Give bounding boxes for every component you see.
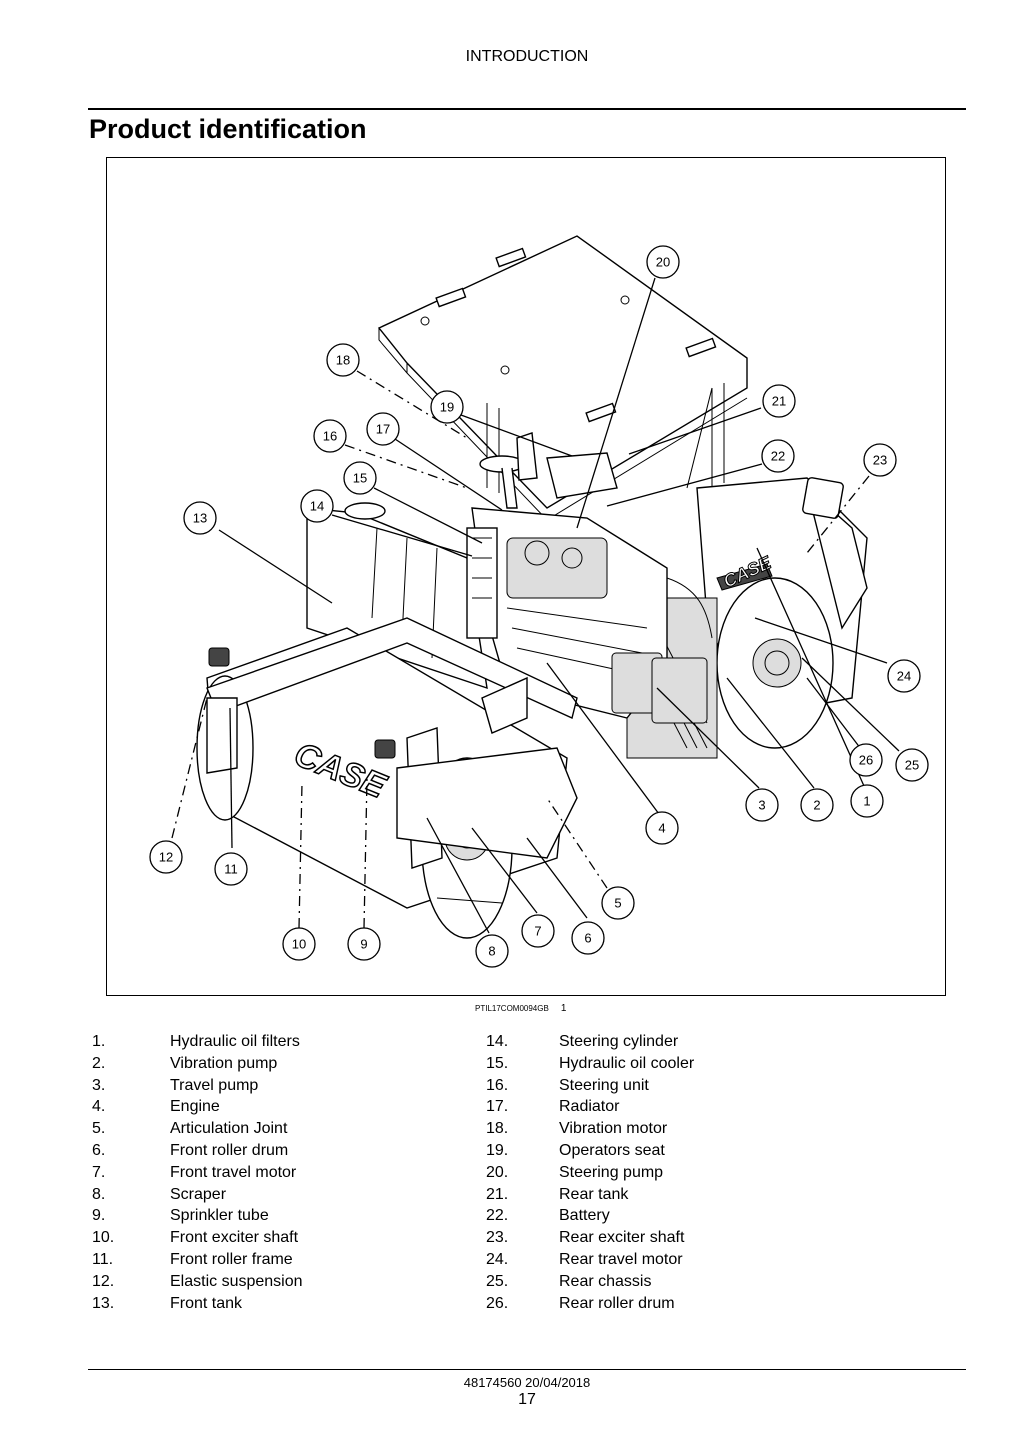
legend-left: 1.Hydraulic oil filters 2.Vibration pump… (92, 1031, 303, 1314)
canopy-posts (486, 383, 725, 493)
machine-illustration: CASE CASE (149, 235, 929, 968)
svg-text:24: 24 (897, 669, 911, 684)
callout-24: 24 (887, 659, 921, 693)
engine-assembly (466, 507, 713, 724)
callout-16: 16 (313, 419, 347, 453)
legend-item: 19.Operators seat (486, 1141, 665, 1159)
callout-13: 13 (183, 501, 217, 535)
svg-text:14: 14 (310, 499, 324, 514)
legend-item: 25.Rear chassis (486, 1272, 652, 1290)
callout-22: 22 (761, 439, 795, 473)
callout-12: 12 (149, 840, 183, 874)
callout-20: 20 (646, 245, 680, 279)
svg-text:22: 22 (771, 449, 785, 464)
legend-right: 14.Steering cylinder 15.Hydraulic oil co… (486, 1031, 694, 1314)
callout-10: 10 (282, 927, 316, 961)
page-number: 17 (518, 1391, 536, 1408)
legend-item: 4.Engine (92, 1098, 220, 1116)
svg-text:3: 3 (758, 798, 765, 813)
svg-text:9: 9 (360, 937, 367, 952)
legend-item: 12.Elastic suspension (92, 1272, 303, 1290)
callout-17: 17 (366, 412, 400, 446)
legend-item: 1.Hydraulic oil filters (92, 1033, 300, 1050)
front-roller: CASE CASE (196, 551, 775, 939)
callout-9: 9 (347, 927, 381, 961)
legend-item: 18.Vibration motor (486, 1120, 668, 1138)
product-figure: CASE CASE (106, 157, 946, 996)
callout-8: 8 (475, 934, 509, 968)
callout-23: 23 (863, 443, 897, 477)
legend-item: 15.Hydraulic oil cooler (486, 1054, 695, 1072)
legend-item: 6.Front roller drum (92, 1141, 289, 1159)
figure-caption: PTIL17COM0094GB 1 (475, 1003, 566, 1014)
svg-text:6: 6 (584, 931, 591, 946)
callout-21: 21 (762, 384, 796, 418)
legend-item: 10.Front exciter shaft (92, 1229, 299, 1247)
legend-item: 11.Front roller frame (92, 1250, 293, 1268)
legend-item: 20.Steering pump (486, 1163, 664, 1181)
leader-lines (171, 277, 900, 934)
svg-text:10: 10 (292, 937, 306, 952)
svg-text:16: 16 (323, 429, 337, 444)
legend-item: 2.Vibration pump (92, 1054, 278, 1072)
callout-19: 19 (430, 390, 464, 424)
header-rule (88, 108, 966, 110)
svg-text:2: 2 (813, 798, 820, 813)
legend-item: 3.Travel pump (92, 1076, 259, 1094)
svg-text:19: 19 (440, 400, 454, 415)
callout-26: 26 (849, 743, 883, 777)
canopy-roof (377, 235, 748, 521)
svg-text:21: 21 (772, 394, 786, 409)
callout-15: 15 (343, 461, 377, 495)
svg-text:1: 1 (863, 794, 870, 809)
svg-text:25: 25 (905, 758, 919, 773)
svg-text:13: 13 (193, 511, 207, 526)
callout-5: 5 (601, 886, 635, 920)
rear-roller (626, 477, 868, 759)
svg-text:18: 18 (336, 353, 350, 368)
svg-text:12: 12 (159, 850, 173, 865)
svg-text:17: 17 (376, 422, 390, 437)
legend-item: 13.Front tank (92, 1294, 243, 1312)
callout-3: 3 (745, 788, 779, 822)
svg-text:5: 5 (614, 896, 621, 911)
document-reference: 48174560 20/04/2018 (463, 1375, 591, 1390)
legend-item: 21.Rear tank (486, 1185, 629, 1203)
operator-station (479, 432, 618, 509)
legend-item: 16.Steering unit (486, 1076, 649, 1094)
legend-item: 26.Rear roller drum (486, 1294, 675, 1312)
callout-6: 6 (571, 921, 605, 955)
footer-rule (88, 1369, 966, 1370)
legend-item: 5.Articulation Joint (92, 1120, 288, 1138)
legend-item: 7.Front travel motor (92, 1163, 297, 1181)
legend-item: 14.Steering cylinder (486, 1033, 679, 1050)
section-header: INTRODUCTION (465, 48, 589, 65)
callout-7: 7 (521, 914, 555, 948)
callout-14: 14 (300, 489, 334, 523)
callout-1: 1 (850, 784, 884, 818)
page-title: Product identification (89, 114, 367, 144)
legend-item: 17.Radiator (486, 1098, 620, 1116)
callout-11: 11 (214, 852, 248, 886)
svg-text:20: 20 (656, 255, 670, 270)
svg-text:11: 11 (224, 862, 238, 877)
legend-item: 22.Battery (486, 1207, 610, 1225)
legend-item: 24.Rear travel motor (486, 1250, 683, 1268)
svg-text:8: 8 (488, 944, 495, 959)
svg-text:15: 15 (353, 471, 367, 486)
svg-text:23: 23 (873, 453, 887, 468)
callout-18: 18 (326, 343, 360, 377)
figure-code: PTIL17COM0094GB (475, 1004, 549, 1013)
svg-text:26: 26 (859, 753, 873, 768)
callout-4: 4 (645, 811, 679, 845)
callouts: 1 2 3 4 5 6 7 8 9 10 11 12 13 14 15 16 1… (149, 245, 929, 968)
legend-item: 9.Sprinkler tube (92, 1207, 269, 1225)
callout-25: 25 (895, 748, 929, 782)
figure-number: 1 (560, 1003, 567, 1014)
callout-2: 2 (800, 788, 834, 822)
legend-item: 8.Scraper (92, 1185, 227, 1203)
legend-item: 23.Rear exciter shaft (486, 1229, 685, 1247)
svg-text:7: 7 (534, 924, 541, 939)
svg-text:4: 4 (658, 821, 665, 836)
